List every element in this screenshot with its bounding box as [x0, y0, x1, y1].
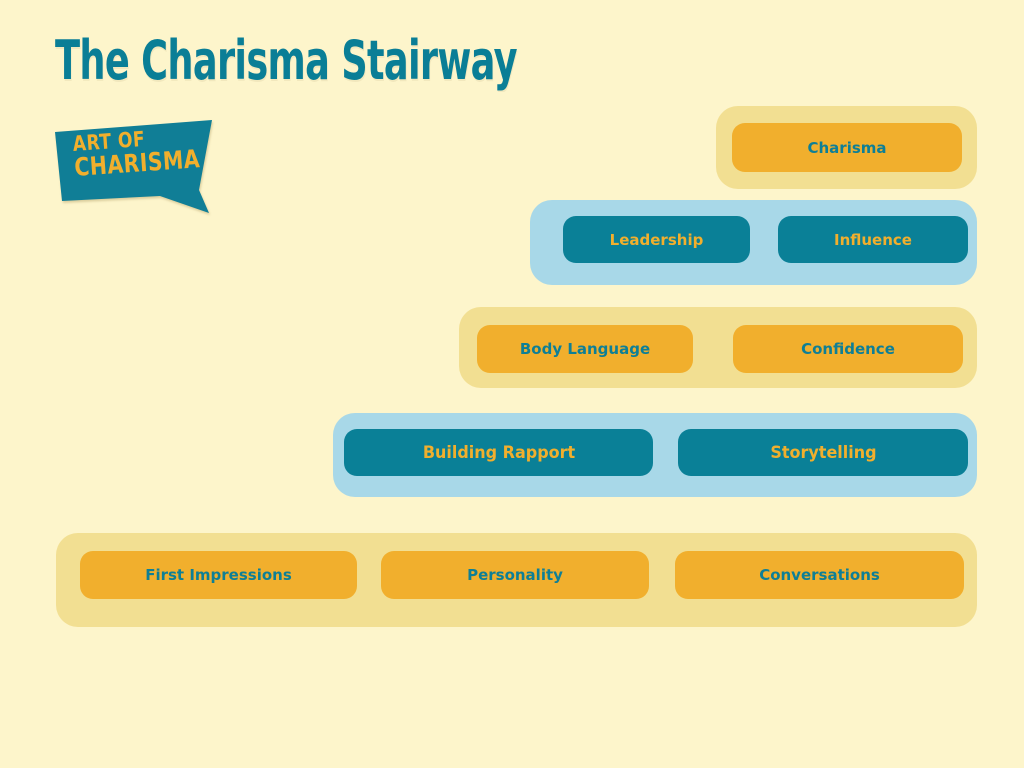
pill-conversations-label: Conversations — [759, 566, 880, 584]
pill-body-language-label: Body Language — [519, 340, 651, 358]
pill-confidence: Confidence — [733, 325, 963, 373]
speech-bubble-icon — [55, 120, 212, 213]
stair-step-5-charisma: Charisma — [716, 106, 977, 189]
pill-influence: Influence — [778, 216, 968, 263]
pill-personality-label: Personality — [467, 566, 563, 584]
pill-building-rapport-label: Building Rapport — [422, 442, 575, 463]
pill-storytelling: Storytelling — [678, 429, 968, 476]
stair-step-2-rapport-storytelling: Building Rapport Storytelling — [333, 413, 977, 497]
stair-step-1-foundations: First Impressions Personality Conversati… — [56, 533, 977, 627]
pill-first-impressions-label: First Impressions — [145, 566, 292, 584]
stair-step-3-bodylanguage-confidence: Body Language Confidence — [459, 307, 977, 388]
pill-charisma: Charisma — [732, 123, 962, 172]
pill-conversations: Conversations — [675, 551, 964, 599]
art-of-charisma-logo: ART OF CHARISMA — [48, 113, 220, 221]
pill-leadership: Leadership — [563, 216, 750, 263]
pill-charisma-label: Charisma — [807, 138, 887, 157]
page-title: The Charisma Stairway — [55, 29, 518, 92]
pill-personality: Personality — [381, 551, 649, 599]
pill-body-language: Body Language — [477, 325, 693, 373]
pill-building-rapport: Building Rapport — [344, 429, 653, 476]
pill-confidence-label: Confidence — [801, 340, 895, 358]
stair-step-4-leadership-influence: Leadership Influence — [530, 200, 977, 285]
pill-leadership-label: Leadership — [609, 230, 704, 249]
pill-first-impressions: First Impressions — [80, 551, 357, 599]
pill-influence-label: Influence — [834, 230, 912, 249]
pill-storytelling-label: Storytelling — [769, 442, 877, 463]
